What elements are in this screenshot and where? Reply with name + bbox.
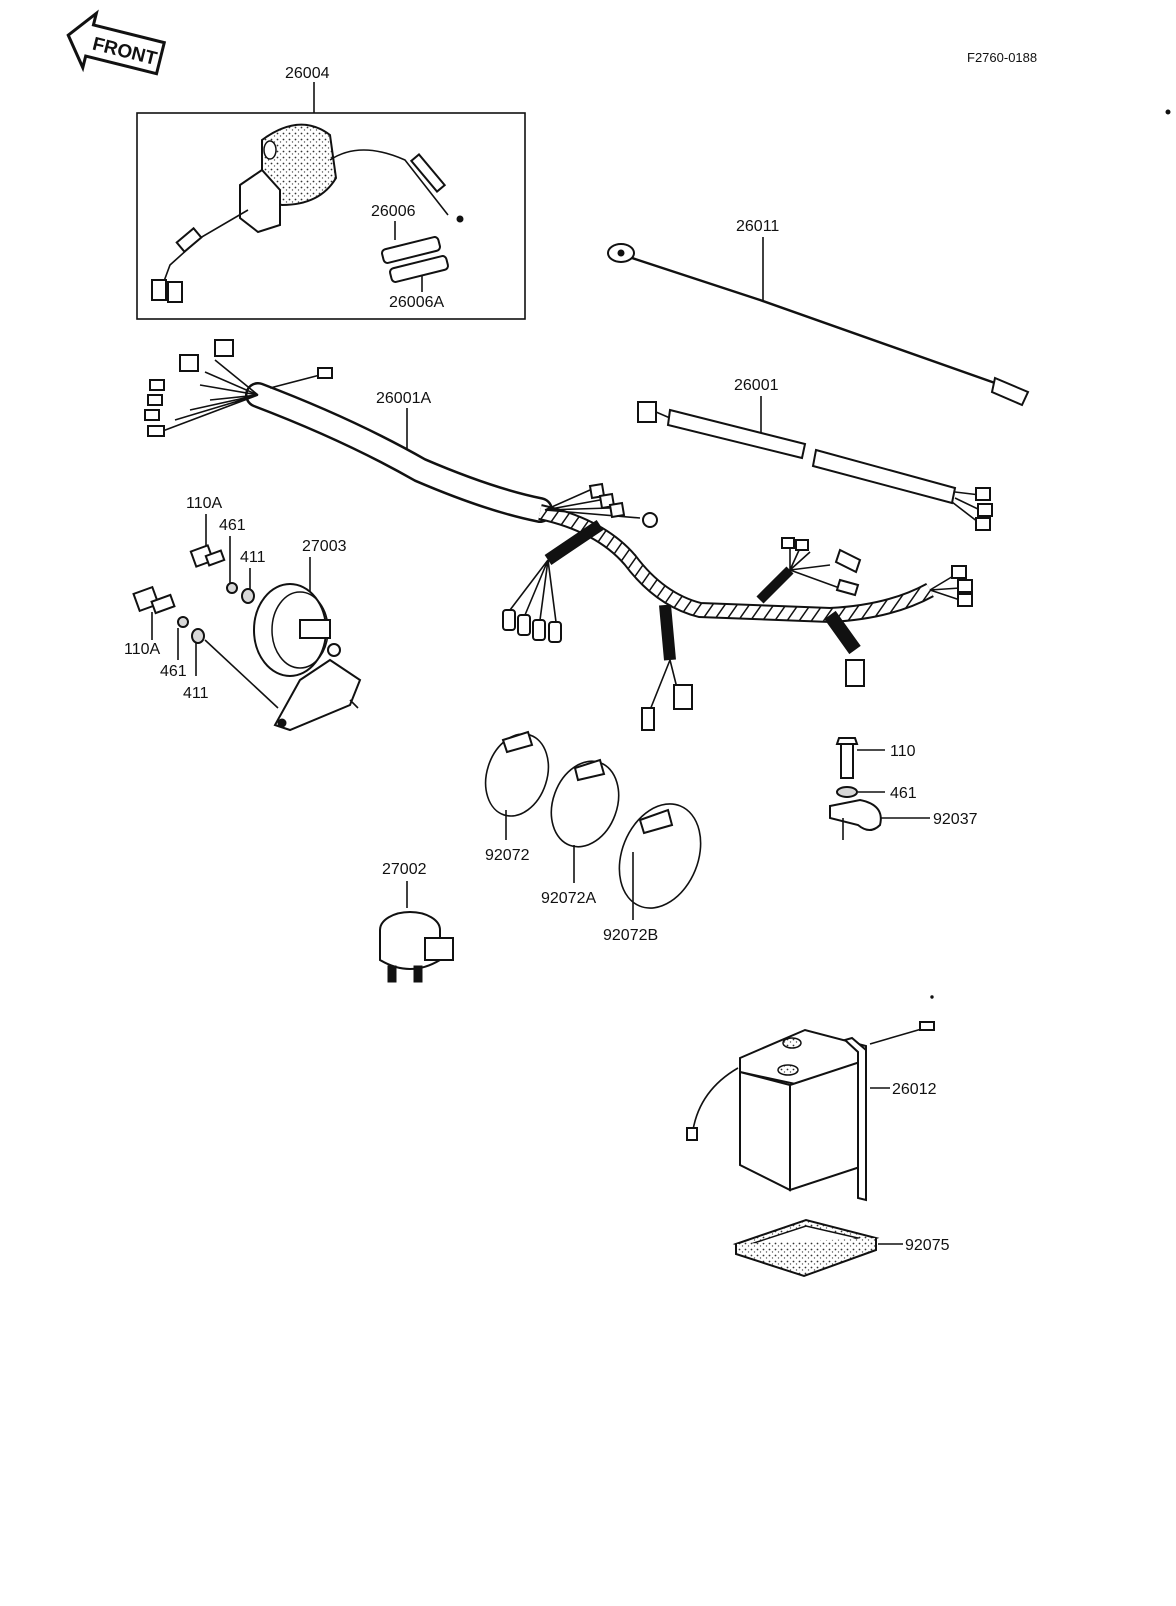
fuse-26006	[381, 236, 441, 264]
strap-92072: 92072	[484, 730, 550, 864]
label-27003: 27003	[302, 538, 347, 555]
fuse-group: 26006 26006A	[371, 203, 449, 311]
igniter-unit	[151, 123, 464, 303]
edge-mark	[1165, 109, 1171, 115]
label-92072: 92072	[485, 847, 530, 864]
relay-27002: 27002	[379, 861, 454, 983]
battery-pad-92075: 92075	[732, 1218, 950, 1278]
battery-26012: 26012	[686, 1021, 937, 1202]
reference-code: F2760-0188	[967, 50, 1037, 65]
label-26006a: 26006A	[389, 294, 444, 311]
label-92072b: 92072B	[603, 927, 658, 944]
horn-27003-group: 27003 110A 461 411 110A 461 411	[124, 495, 362, 732]
label-26004: 26004	[285, 65, 330, 82]
label-110a-top: 110A	[186, 495, 223, 512]
fuse-26006a	[389, 255, 449, 283]
label-461-bottom: 461	[160, 663, 187, 680]
ground-cable-26011: 26011	[607, 218, 1030, 407]
strap-92072b: 92072B	[603, 803, 702, 944]
label-26001a: 26001A	[376, 390, 431, 407]
main-wiring-harness-26001A: 26001A	[144, 339, 973, 731]
label-26012: 26012	[892, 1081, 937, 1098]
clamp-92037-group: 110 461 92037	[829, 737, 978, 840]
label-92072a: 92072A	[541, 890, 596, 907]
front-arrow-icon: FRONT	[66, 9, 167, 76]
label-27002: 27002	[382, 861, 427, 878]
label-461-top: 461	[219, 517, 246, 534]
label-110a-bottom: 110A	[124, 641, 161, 658]
strap-92072a: 92072A	[541, 758, 620, 907]
label-92075: 92075	[905, 1237, 950, 1254]
label-92037: 92037	[933, 811, 978, 828]
scan-dot	[930, 995, 934, 999]
label-461-right: 461	[890, 785, 917, 802]
igniter-assembly-box	[136, 112, 526, 320]
igniter-assembly-group: 26004 26006 26006A	[136, 65, 526, 320]
label-26001: 26001	[734, 377, 779, 394]
label-26006: 26006	[371, 203, 416, 220]
label-411-top: 411	[240, 549, 266, 566]
cable-26001: 26001	[637, 377, 993, 531]
label-411-bottom: 411	[183, 685, 209, 702]
label-110: 110	[890, 743, 916, 760]
label-26011: 26011	[736, 218, 779, 235]
